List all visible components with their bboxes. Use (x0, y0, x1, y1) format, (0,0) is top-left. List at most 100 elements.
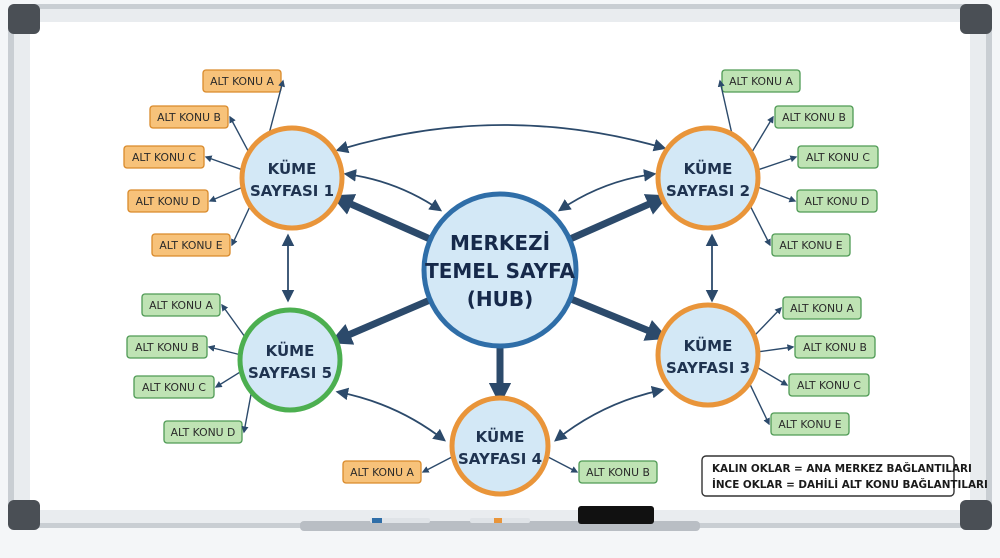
subtopic-k1-3: ALT KONU D (127, 189, 209, 213)
subtopic-arrow (241, 391, 253, 434)
subtopic-box (794, 335, 876, 359)
cluster-label-line: KÜME (684, 159, 733, 178)
subtopic-arrow (750, 115, 774, 154)
cluster-label-line: SAYFASI 2 (666, 182, 750, 200)
subtopic-k2-3: ALT KONU D (796, 189, 878, 213)
subtopic-k5-1: ALT KONU B (126, 335, 208, 359)
subtopic-arrow (229, 115, 250, 153)
subtopic-k2-1: ALT KONU B (774, 105, 854, 129)
subtopic-label: ALT KONU D (171, 426, 236, 439)
subtopic-arrow (421, 455, 454, 473)
subtopic-arrow (204, 155, 243, 171)
subtopic-k5-3: ALT KONU D (163, 420, 243, 444)
subtopic-k3-2: ALT KONU C (788, 373, 870, 397)
cluster-label-line: SAYFASI 1 (250, 182, 334, 200)
hub-arrow-k3 (569, 295, 669, 341)
subtopic-box (796, 189, 878, 213)
hub-node: MERKEZİ TEMEL SAYFA (HUB) (421, 191, 579, 349)
cluster-label-line: KÜME (266, 341, 315, 360)
cluster-label-line: KÜME (684, 336, 733, 355)
cluster-k3: KÜME SAYFASI 3 (655, 302, 761, 408)
subtopic-k2-2: ALT KONU C (797, 145, 879, 169)
cluster-k1: KÜME SAYFASI 1 (239, 125, 345, 231)
subtopic-arrow (756, 186, 797, 203)
subtopic-box (774, 105, 854, 129)
subtopic-arrow (221, 303, 246, 338)
subtopic-label: ALT KONU C (142, 381, 206, 394)
subtopic-label: ALT KONU B (157, 111, 221, 124)
cluster-k5: KÜME SAYFASI 5 (237, 307, 343, 413)
link-k3-k4 (554, 385, 665, 442)
subtopic-label: ALT KONU A (790, 302, 854, 315)
subtopic-box (123, 145, 205, 169)
subtopic-box (149, 105, 229, 129)
cluster-label-line: KÜME (268, 159, 317, 178)
cluster-circle (239, 125, 345, 231)
subtopic-k4-1: ALT KONU B (578, 460, 658, 484)
subtopic-box (151, 233, 231, 257)
subtopic-box (788, 373, 870, 397)
subtopic-k1-2: ALT KONU C (123, 145, 205, 169)
subtopic-k5-2: ALT KONU C (133, 375, 215, 399)
subtopic-label: ALT KONU B (135, 341, 199, 354)
subtopic-k2-4: ALT KONU E (771, 233, 851, 257)
subtopic-arrow (208, 186, 244, 203)
subtopic-arrow (757, 344, 795, 353)
subtopic-k1-0: ALT KONU A (202, 69, 282, 93)
subtopic-box (782, 296, 862, 320)
hub-label-line: (HUB) (467, 287, 534, 311)
subtopic-k1-1: ALT KONU B (149, 105, 229, 129)
subtopic-label: ALT KONU A (210, 75, 274, 88)
subtopic-arrow (748, 382, 770, 426)
legend: KALIN OKLAR = ANA MERKEZ BAĞLANTILARI İN… (701, 455, 988, 497)
subtopic-box (141, 293, 221, 317)
subtopic-label: ALT KONU C (132, 151, 196, 164)
subtopic-label: ALT KONU C (806, 151, 870, 164)
cluster-label-line: SAYFASI 3 (666, 359, 750, 377)
subtopic-arrow (753, 306, 782, 337)
hub-label-line: TEMEL SAYFA (425, 259, 575, 283)
subtopic-label: ALT KONU B (803, 341, 867, 354)
subtopic-arrow (749, 204, 771, 247)
cluster-circle (449, 395, 551, 497)
subtopic-box (797, 145, 879, 169)
cluster-label-line: SAYFASI 5 (248, 364, 332, 382)
subtopic-k2-0: ALT KONU A (721, 69, 801, 93)
subtopic-label: ALT KONU B (782, 111, 846, 124)
subtopic-label: ALT KONU E (779, 239, 842, 252)
subtopic-label: ALT KONU D (805, 195, 870, 208)
subtopic-box (342, 460, 422, 484)
subtopic-arrow (207, 344, 241, 356)
subtopic-arrow (268, 79, 285, 134)
subtopic-label: ALT KONU A (149, 299, 213, 312)
hub-circle (421, 191, 579, 349)
hub-label-line: MERKEZİ (450, 231, 550, 255)
link-k1-k2 (335, 124, 667, 154)
cluster-circle (655, 302, 761, 408)
link-k2-hub (557, 169, 657, 212)
subtopic-box (127, 189, 209, 213)
subtopic-box (771, 233, 851, 257)
subtopic-arrow (214, 370, 242, 388)
subtopic-label: ALT KONU E (159, 239, 222, 252)
subtopic-boxes: ALT KONU A ALT KONU B ALT KONU C ALT KONU D… (123, 69, 879, 484)
subtopic-arrow (757, 155, 798, 171)
cluster-circle (655, 125, 761, 231)
link-k4-k5 (335, 387, 446, 442)
subtopic-box (770, 412, 850, 436)
hub-arrow-k5 (329, 296, 432, 345)
subtopic-label: ALT KONU D (136, 195, 201, 208)
subtopic-arrow (756, 366, 789, 386)
subtopic-box (126, 335, 208, 359)
legend-thick-arrows: KALIN OKLAR = ANA MERKEZ BAĞLANTILARI (712, 462, 972, 475)
cluster-label-line: KÜME (476, 427, 525, 446)
subtopic-label: ALT KONU A (729, 75, 793, 88)
subtopic-k3-3: ALT KONU E (770, 412, 850, 436)
legend-thin-arrows: İNCE OKLAR = DAHİLİ ALT KONU BAĞLANTILAR… (712, 477, 988, 491)
subtopic-arrow (231, 205, 251, 247)
subtopic-label: ALT KONU E (778, 418, 841, 431)
subtopic-arrow (717, 79, 733, 135)
